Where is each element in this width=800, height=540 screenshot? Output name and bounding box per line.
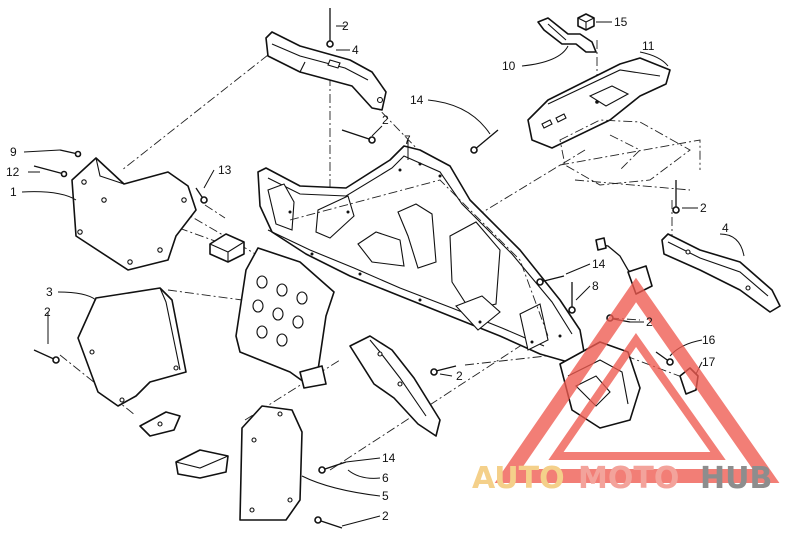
callout-c2a: 2: [342, 19, 349, 33]
callout-c16: 16: [702, 333, 716, 347]
bracket-10: [537, 17, 597, 53]
callout-c2g: 2: [382, 509, 389, 523]
tab-near-5: [175, 449, 229, 479]
callout-c14b: 14: [592, 257, 606, 271]
callout-labels: 2 4 15 10 11 14 2 7 9 12 13 1 2 4 14 8 3…: [6, 15, 729, 523]
guard-plate-3: [77, 287, 187, 407]
callout-c2b: 2: [382, 113, 389, 127]
tab-under-3: [139, 411, 181, 437]
watermark-moto: MOTO: [578, 461, 679, 496]
wire-connector: [595, 237, 653, 295]
callout-c9: 9: [10, 145, 17, 159]
watermark-triangle: [494, 277, 780, 483]
side-plate-1: [71, 157, 197, 271]
callout-c11: 11: [642, 39, 655, 53]
callout-c17: 17: [702, 355, 716, 369]
callout-c7: 7: [404, 133, 411, 147]
watermark: AUTO MOTO HUB: [472, 277, 780, 496]
callout-c6: 6: [382, 471, 389, 485]
callout-c4b: 4: [722, 221, 729, 235]
bracket-4-top: [265, 31, 387, 111]
mount-plate-11: [527, 57, 671, 149]
callout-c14a: 14: [410, 93, 424, 107]
fasteners: [33, 8, 680, 529]
callout-c3: 3: [46, 285, 53, 299]
callout-c5: 5: [382, 489, 389, 503]
callout-c2f: 2: [456, 369, 463, 383]
bracket-4-right: [661, 233, 781, 313]
bracket-6: [349, 335, 441, 437]
watermark-triangle-inner: [548, 333, 726, 460]
perforated-plate: [235, 247, 335, 389]
callout-c14c: 14: [382, 451, 396, 465]
callout-c2d: 2: [44, 305, 51, 319]
callout-c13: 13: [218, 163, 232, 177]
callout-c12: 12: [6, 165, 20, 179]
callout-c2c: 2: [700, 201, 707, 215]
callout-c2e: 2: [646, 315, 653, 329]
main-frame-7: [257, 145, 585, 363]
callout-c8: 8: [592, 279, 599, 293]
nut-15: [577, 13, 595, 31]
leader-lines: [21, 21, 745, 527]
callout-c1: 1: [10, 185, 17, 199]
watermark-hub: HUB: [700, 461, 772, 496]
spacer-block: [209, 233, 245, 263]
callout-c15: 15: [614, 15, 628, 29]
panel-5: [239, 405, 303, 521]
callout-c4a: 4: [352, 43, 359, 57]
callout-c10: 10: [502, 59, 516, 73]
ghost-outline: [559, 119, 691, 186]
watermark-auto: AUTO: [472, 461, 565, 496]
